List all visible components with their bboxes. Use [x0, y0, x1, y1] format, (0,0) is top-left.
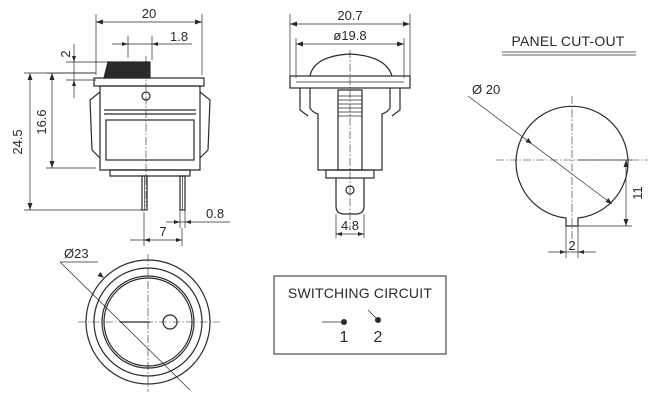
panel-cutout-heading: PANEL CUT-OUT — [511, 33, 624, 49]
dim-front-width: 20.7 — [337, 8, 362, 23]
circuit-pin-1: 1 — [340, 329, 349, 346]
dim-cutout-flat: 11 — [630, 186, 645, 200]
circuit-pin-2: 2 — [374, 329, 383, 346]
dim-side-width: 20 — [142, 6, 156, 21]
dim-body-height: 16.6 — [34, 109, 49, 134]
switching-circuit: SWITCHING CIRCUIT 1 2 — [273, 275, 447, 355]
dim-top-diameter: Ø23 — [64, 246, 89, 261]
side-view: 20 1.8 2 16.6 24.5 — [10, 6, 230, 246]
dim-terminal-width: 4.8 — [341, 218, 359, 233]
dim-actuator-height: 2 — [58, 50, 73, 57]
dim-actuator-offset: 1.8 — [170, 29, 188, 44]
dim-bezel-diameter: ø19.8 — [333, 28, 366, 43]
dim-cutout-diameter: Ø 20 — [472, 82, 500, 97]
dim-total-height: 24.5 — [10, 129, 25, 154]
panel-cutout: PANEL CUT-OUT Ø 20 11 2 — [467, 33, 648, 258]
front-view: 20.7 ø19.8 — [289, 8, 411, 238]
top-view: Ø23 — [59, 246, 220, 392]
dim-key-width: 2 — [568, 238, 575, 253]
circuit-heading: SWITCHING CIRCUIT — [288, 285, 432, 301]
dim-terminal-thickness: 0.8 — [206, 206, 224, 221]
dim-terminal-pitch: 7 — [159, 224, 166, 239]
